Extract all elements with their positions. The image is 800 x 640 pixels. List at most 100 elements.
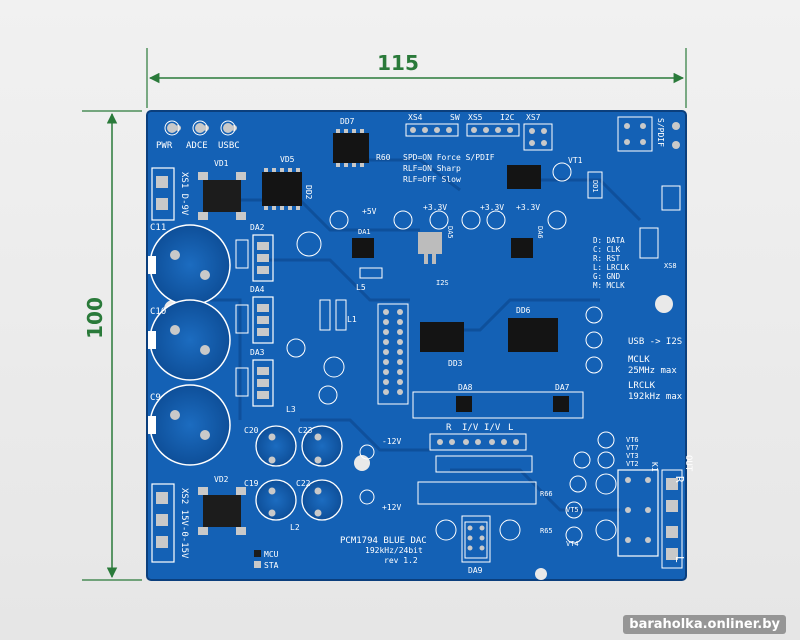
da5-label: DA5 (446, 226, 454, 239)
bridge-vd2: VD2 (198, 475, 246, 535)
i2s-label: I2S (436, 279, 449, 287)
title-line3: rev 1.2 (384, 556, 418, 565)
vt1-area: VT1 DD1 (507, 156, 603, 199)
c11-label: C11 (150, 223, 166, 233)
upper-cap-row (296, 210, 567, 257)
vt4-label: VT4 (566, 540, 579, 548)
dd7-label: DD7 (340, 117, 355, 126)
terminal-xs1: XS1 D-9V (151, 167, 189, 221)
v33b-label: +3.3V (480, 203, 504, 212)
xs1-label: XS1 D-9V (179, 172, 189, 216)
watermark: baraholka.onliner.by (623, 615, 786, 634)
vd5-label: VD5 (280, 155, 295, 164)
dimension-vertical: 100 (82, 110, 142, 581)
k1-label: K1 (650, 462, 659, 472)
r66-label: R66 (540, 490, 553, 498)
c22-label: C22 (296, 479, 311, 488)
vt2-label: VT2 (626, 460, 639, 468)
l1-label: L1 (347, 315, 357, 324)
da6-label: DA6 (536, 226, 544, 239)
sw-label: SW (450, 113, 460, 122)
vt7-label: VT7 (626, 444, 639, 452)
da8-da7-area: DA8 DA7 (412, 383, 584, 419)
dd3-label: DD3 (448, 359, 463, 368)
spdif-label: S/PDIF (656, 118, 665, 147)
terminal-xs2: XS2 15V-0-15V (151, 483, 189, 563)
l3-label: L3 (286, 405, 296, 414)
output-channel-row: R I/V I/V L (429, 423, 527, 451)
title-line1: PCM1794 BLUE DAC (340, 536, 427, 546)
vd1-label: VD1 (214, 159, 229, 168)
cap-c19: C19 (244, 479, 297, 521)
mount-hole (655, 295, 673, 313)
dd2-label: DD2 (304, 185, 313, 200)
i2s-pin-4: L: LRCLK (593, 263, 630, 272)
cap-c11: C11 (148, 223, 231, 306)
plus12-label: +12V (382, 503, 401, 512)
c19-label: C19 (244, 479, 259, 488)
rail-labels: -12V +12V (359, 437, 401, 512)
bridge-vd1: VD1 (198, 159, 246, 220)
dd6-label: DD6 (516, 306, 531, 315)
clock-notes: USB -> I2S MCLK 25MHz max LRCLK 192kHz m… (628, 337, 683, 402)
l2-label: L2 (290, 523, 300, 532)
spdif-area: S/PDIF (617, 116, 681, 211)
relay-k1: K1 (617, 462, 659, 557)
xs2-label: XS2 15V-0-15V (179, 488, 189, 559)
mode-notes: SPD=ON Force S/PDIF RLF=ON Sharp RLF=OFF… (403, 153, 495, 184)
header-row-top: XS4 SW XS5 I2C XS7 (405, 113, 553, 151)
dd1-label: DD1 (591, 180, 599, 193)
r60-label: R60 (376, 153, 391, 162)
cap-c23: C23 (298, 425, 343, 467)
ch-r-label: R (446, 423, 452, 433)
da3-label: DA3 (250, 348, 265, 357)
da4-label: DA4 (250, 285, 265, 294)
da8-label: DA8 (458, 383, 473, 392)
c20-label: C20 (244, 426, 259, 435)
mount-hole (535, 568, 547, 580)
i2s-pin-5: G: GND (593, 272, 621, 281)
da9-label: DA9 (468, 566, 483, 575)
chip-dd2: VD5 DD2 (262, 155, 313, 210)
da2-label: DA2 (250, 223, 265, 232)
xs4-label: XS4 (408, 113, 423, 122)
i2c-label: I2C (500, 113, 515, 122)
da1-label: DA1 (358, 228, 371, 236)
regulator-column: DA2 DA4 DA3 (235, 223, 274, 407)
led-usbc-label: USBC (218, 141, 240, 151)
mode-note-2: RLF=ON Sharp (403, 164, 461, 173)
i2s-pin-3: R: RST (593, 254, 621, 263)
mclk-note: MCLK (628, 355, 650, 365)
l5-label: L5 (356, 283, 366, 292)
mode-note-1: SPD=ON Force S/PDIF (403, 153, 495, 162)
i2s-pin-6: M: MCLK (593, 281, 625, 290)
v33a-label: +3.3V (423, 203, 447, 212)
v33c-label: +3.3V (516, 203, 540, 212)
vt6-label: VT6 (626, 436, 639, 444)
board-title: PCM1794 BLUE DAC 192kHz/24bit rev 1.2 (340, 536, 427, 565)
led-adce-label: ADCE (186, 141, 208, 151)
i2s-pin-1: D: DATA (593, 236, 625, 245)
chip-da9: DA9 (464, 521, 488, 575)
v5-label: +5V (362, 207, 377, 216)
dim-width-label: 115 (377, 51, 419, 75)
mode-note-3: RLF=OFF Slow (403, 175, 461, 184)
title-line2: 192kHz/24bit (365, 546, 423, 555)
out-left-label: L (673, 556, 686, 563)
lower-middle (417, 455, 537, 563)
output-terminals: OUT R L (661, 455, 693, 569)
transistors (565, 431, 617, 544)
cap-c9: C9 (148, 384, 231, 466)
chip-dd6: DD6 (508, 306, 558, 352)
xs5-label: XS5 (468, 113, 483, 122)
out-right-label: R (673, 476, 686, 483)
r65-label: R65 (540, 527, 553, 535)
cap-c20: C20 (244, 425, 297, 467)
c9-label: C9 (150, 393, 161, 403)
ch-l-label: L (508, 423, 513, 433)
i2s-legend: I2S D: DATA C: CLK R: RST L: LRCLK G: GN… (436, 227, 677, 290)
i2s-pin-2: C: CLK (593, 245, 621, 254)
dim-height-label: 100 (83, 297, 107, 339)
